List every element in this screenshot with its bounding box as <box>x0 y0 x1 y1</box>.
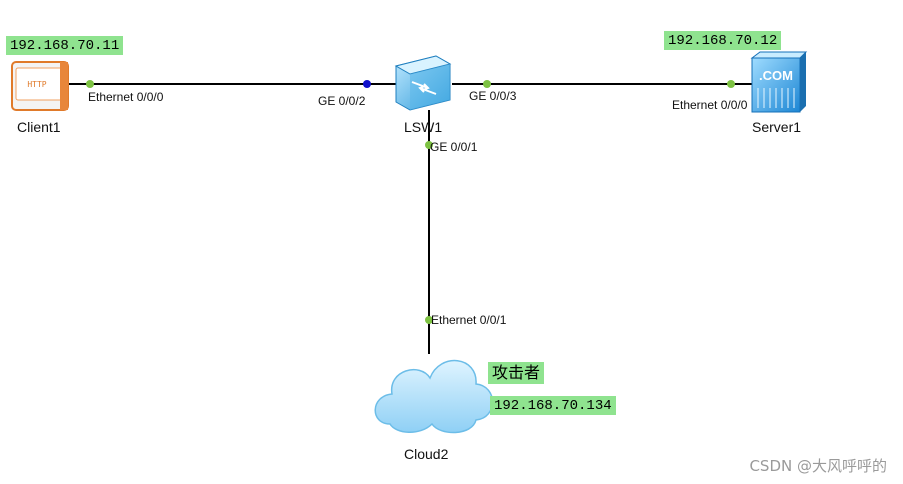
cloud-ip-label: 192.168.70.134 <box>490 396 616 415</box>
port-label-switch-ge002: GE 0/0/2 <box>318 94 366 108</box>
port-label-switch-ge003: GE 0/0/3 <box>469 89 517 103</box>
server-name-label: Server1 <box>752 119 802 135</box>
cloud-icon[interactable] <box>374 360 494 434</box>
port-dot-switch-ge002[interactable] <box>363 80 371 88</box>
port-dot-switch-ge001[interactable] <box>425 141 433 149</box>
port-dot-server-eth000[interactable] <box>727 80 735 88</box>
switch-icon[interactable] <box>394 55 452 111</box>
http-client-icon[interactable]: HTTP <box>11 61 69 111</box>
watermark: CSDN @大风呼呼的 <box>749 457 887 475</box>
client-name-label: Client1 <box>17 119 61 135</box>
port-dot-switch-ge003[interactable] <box>483 80 491 88</box>
server-ip-label: 192.168.70.12 <box>664 31 782 50</box>
svg-text:HTTP: HTTP <box>27 80 46 89</box>
server-icon[interactable]: .COM <box>750 51 808 113</box>
port-dot-cloud-eth001[interactable] <box>425 316 433 324</box>
attacker-tag: 攻击者 <box>488 362 545 384</box>
port-dot-client-eth000[interactable] <box>86 80 94 88</box>
client-ip-label: 192.168.70.11 <box>6 36 124 55</box>
port-label-cloud-eth001: Ethernet 0/0/1 <box>431 313 507 327</box>
port-label-switch-ge001: GE 0/0/1 <box>430 140 478 154</box>
switch-name-label: LSW1 <box>404 119 443 135</box>
port-label-server-eth000: Ethernet 0/0/0 <box>672 98 748 112</box>
svg-text:.COM: .COM <box>759 68 793 83</box>
port-label-client-eth000: Ethernet 0/0/0 <box>88 90 164 104</box>
cloud-name-label: Cloud2 <box>404 446 449 462</box>
